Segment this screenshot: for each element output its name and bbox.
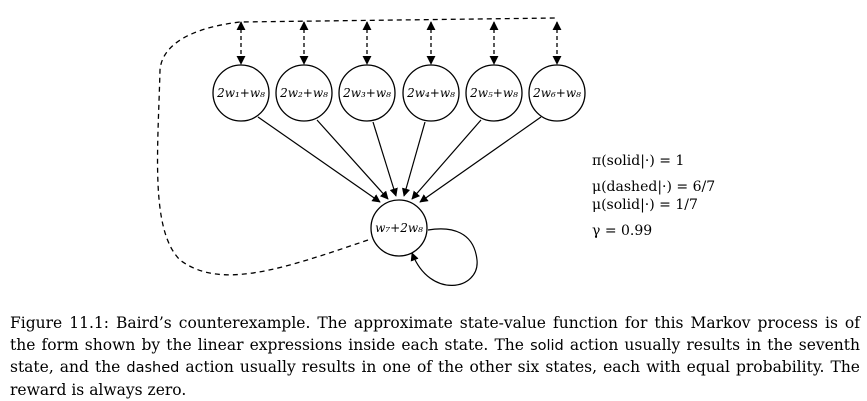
state-node-label: 2w₂+w₈ [279, 86, 328, 100]
caption-dashed-term: dashed [126, 360, 180, 376]
self-loop-arrow [410, 228, 478, 286]
state-node-label: 2w₆+w₈ [532, 86, 581, 100]
state-node-5: 2w₅+w₈ [465, 64, 523, 122]
target-policy: π(solid|·) = 1 [592, 153, 685, 169]
behavior-dashed: μ(dashed|·) = 6/7 [592, 179, 716, 195]
state-node-label: 2w₄+w₈ [406, 86, 455, 100]
state-node-6: 2w₆+w₈ [528, 64, 586, 122]
solid-arrows [257, 116, 542, 203]
caption-text: Figure 11.1: Baird’s counterexample. The… [10, 314, 860, 354]
state-node-7: w₇+2w₈ [370, 199, 428, 257]
policy-parameters: π(solid|·) = 1 μ(dashed|·) = 6/7 μ(solid… [592, 152, 715, 240]
state-node-3: 2w₃+w₈ [338, 64, 396, 122]
figure-caption: Figure 11.1: Baird’s counterexample. The… [10, 313, 860, 401]
caption-solid-term: solid [530, 337, 564, 354]
state-node-label: 2w₁+w₈ [216, 86, 265, 100]
state-node-1: 2w₁+w₈ [212, 64, 270, 122]
bairds-counterexample-diagram: 2w₁+w₈ 2w₂+w₈ 2w₃+w₈ 2w₄+w₈ 2w₅+w₈ 2w₆+w… [156, 17, 586, 286]
state-node-label: w₇+2w₈ [375, 221, 423, 235]
state-node-label: 2w₃+w₈ [342, 86, 391, 100]
state-node-2: 2w₂+w₈ [275, 64, 333, 122]
caption-text: action usually results in the seventh st… [10, 335, 860, 377]
dashed-arrows [236, 21, 562, 65]
caption-text: action usually results in one of the oth… [10, 358, 860, 399]
state-node-label: 2w₅+w₈ [469, 86, 518, 100]
state-node-4: 2w₄+w₈ [402, 64, 460, 122]
dashed-transition-path [156, 17, 557, 276]
behavior-solid: μ(solid|·) = 1/7 [592, 197, 698, 213]
discount-factor: γ = 0.99 [592, 223, 653, 239]
